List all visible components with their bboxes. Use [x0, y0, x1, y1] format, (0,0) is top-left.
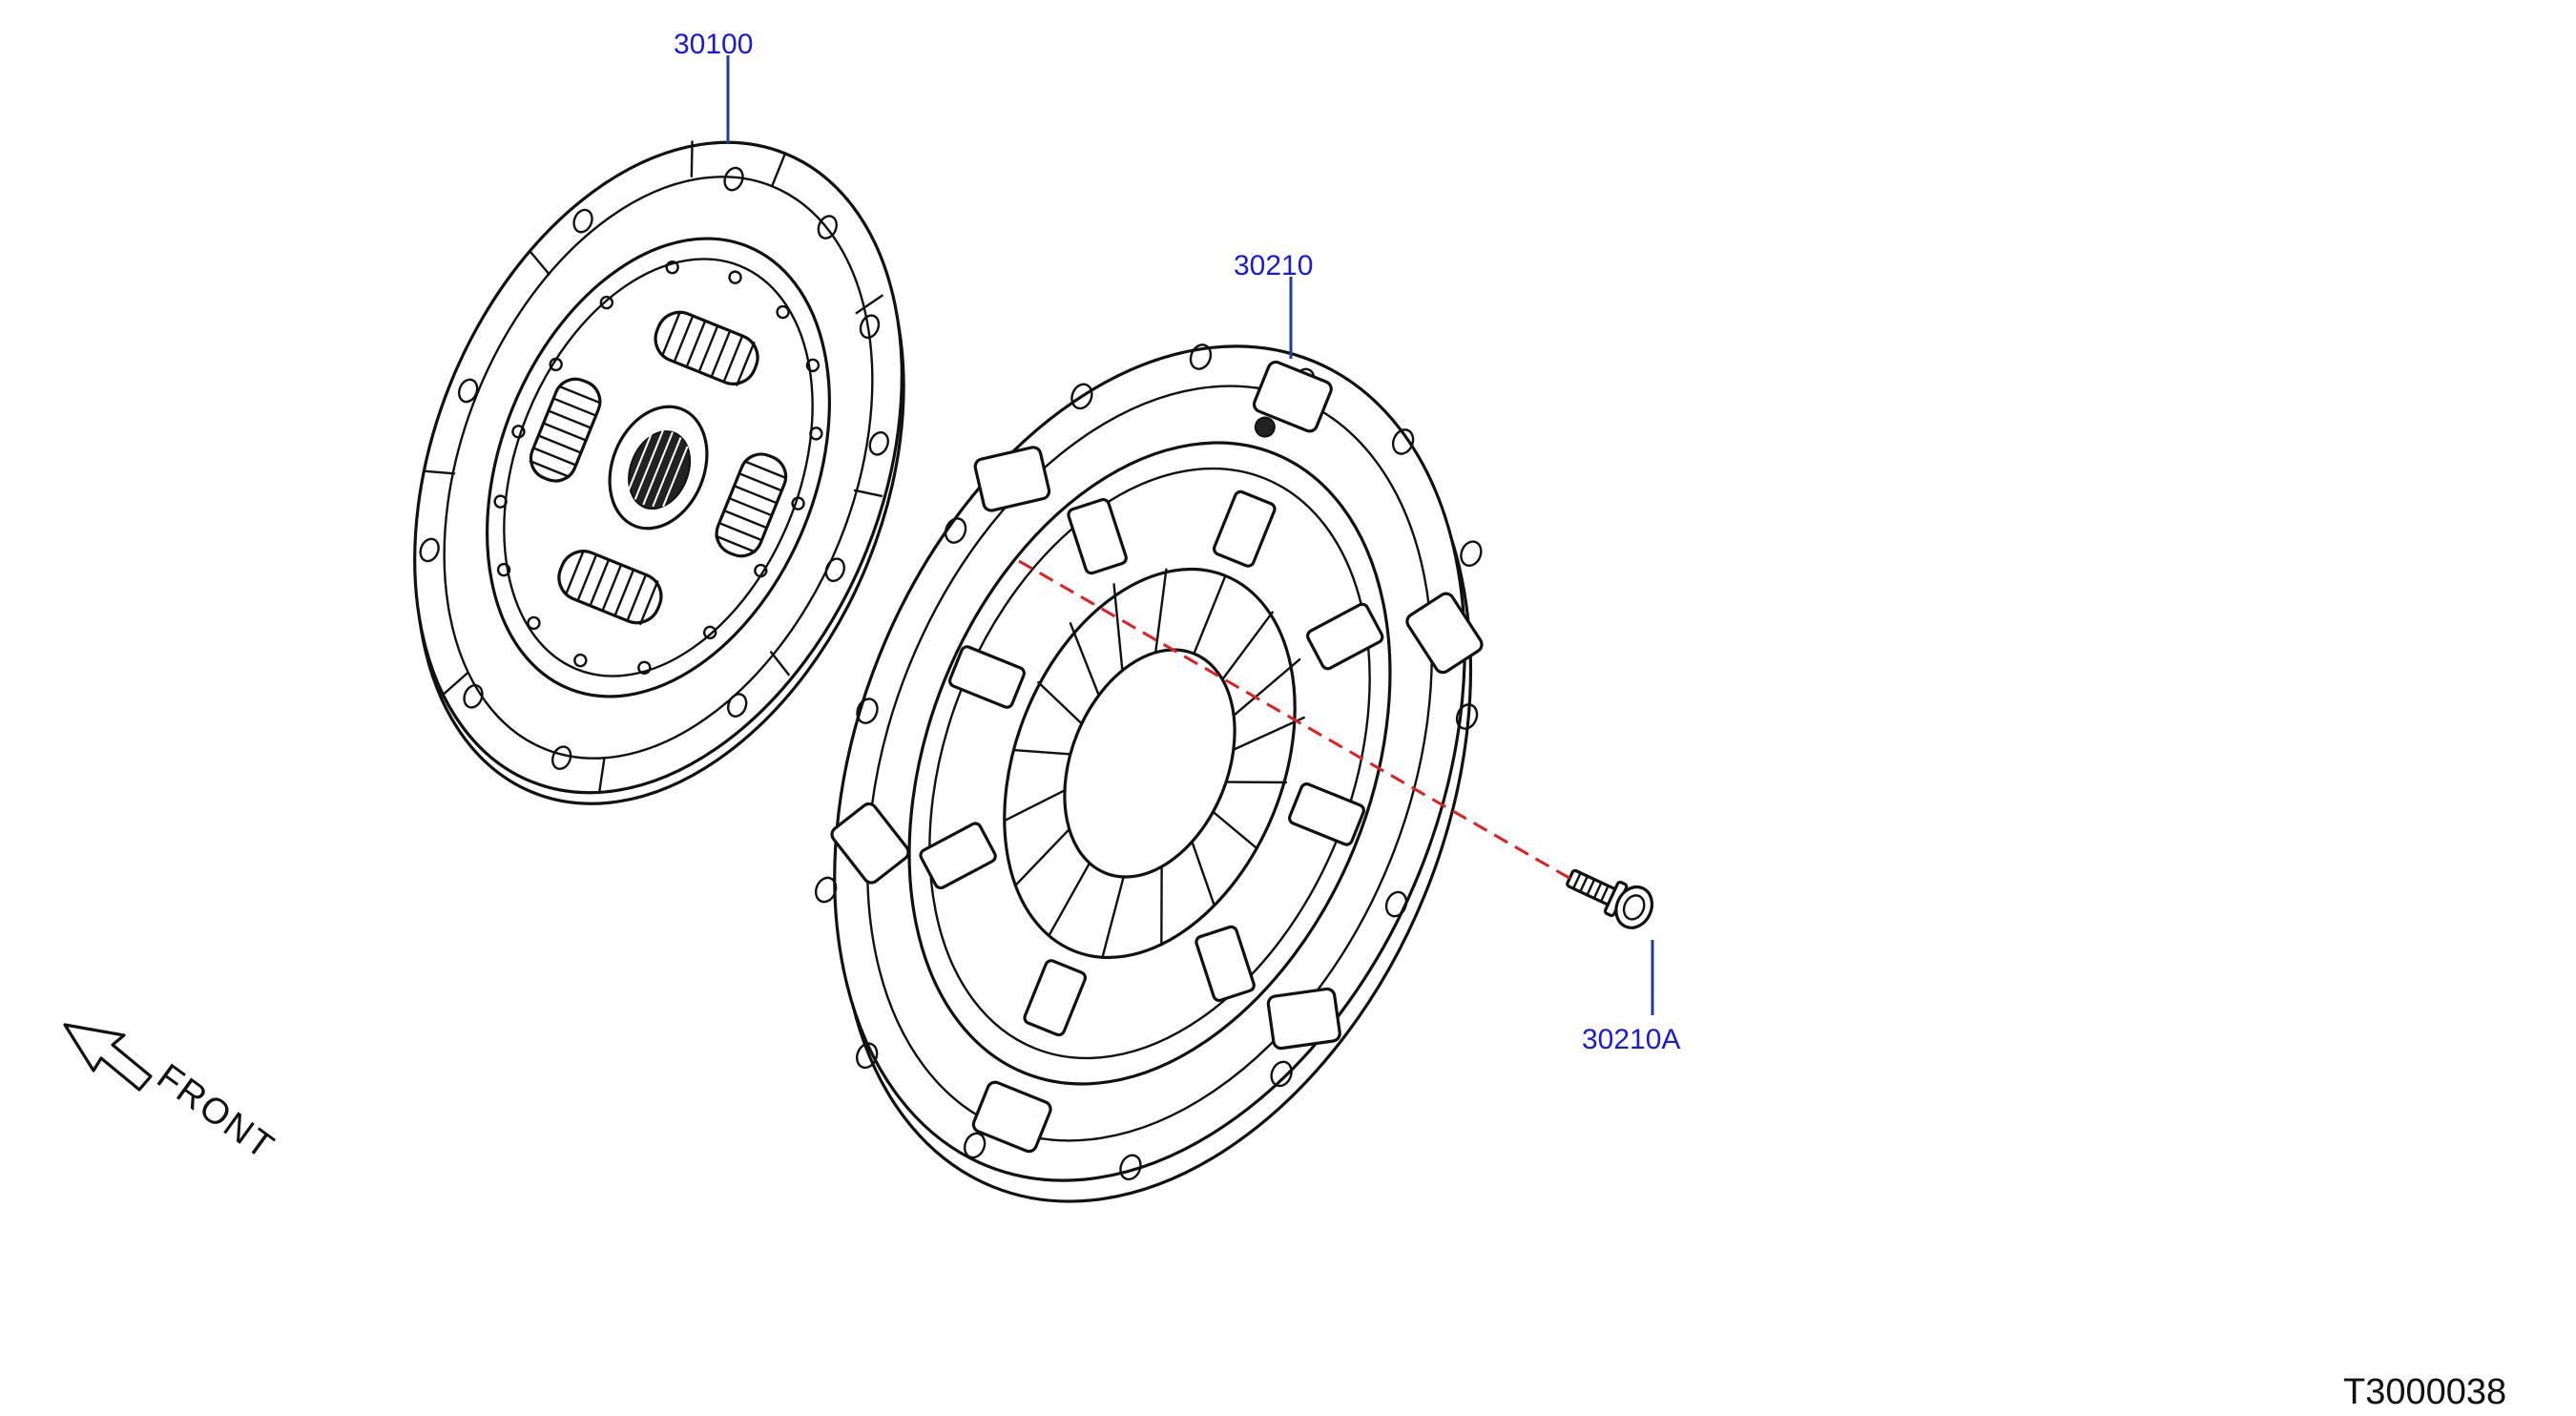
damper-springs — [529, 310, 788, 626]
front-direction-indicator: FRONT — [63, 1023, 282, 1168]
part-number-label: 30210 — [1234, 250, 1313, 281]
part-number-label: 30100 — [674, 29, 753, 60]
alignment-center-line — [1018, 559, 1573, 882]
part-number-label: 30210A — [1582, 1024, 1680, 1055]
clutch-disc[interactable] — [320, 70, 998, 877]
callout-clutch-disc[interactable]: 30100 — [674, 29, 753, 143]
callout-cover-bolt[interactable]: 30210A — [1582, 940, 1680, 1055]
callout-clutch-cover[interactable]: 30210 — [1234, 250, 1313, 359]
front-arrow-icon — [63, 1023, 153, 1092]
clutch-cover[interactable] — [711, 252, 1594, 1296]
cover-bolt[interactable] — [1561, 859, 1658, 934]
front-label: FRONT — [150, 1056, 282, 1168]
drawing-code: T3000038 — [2343, 1372, 2506, 1412]
